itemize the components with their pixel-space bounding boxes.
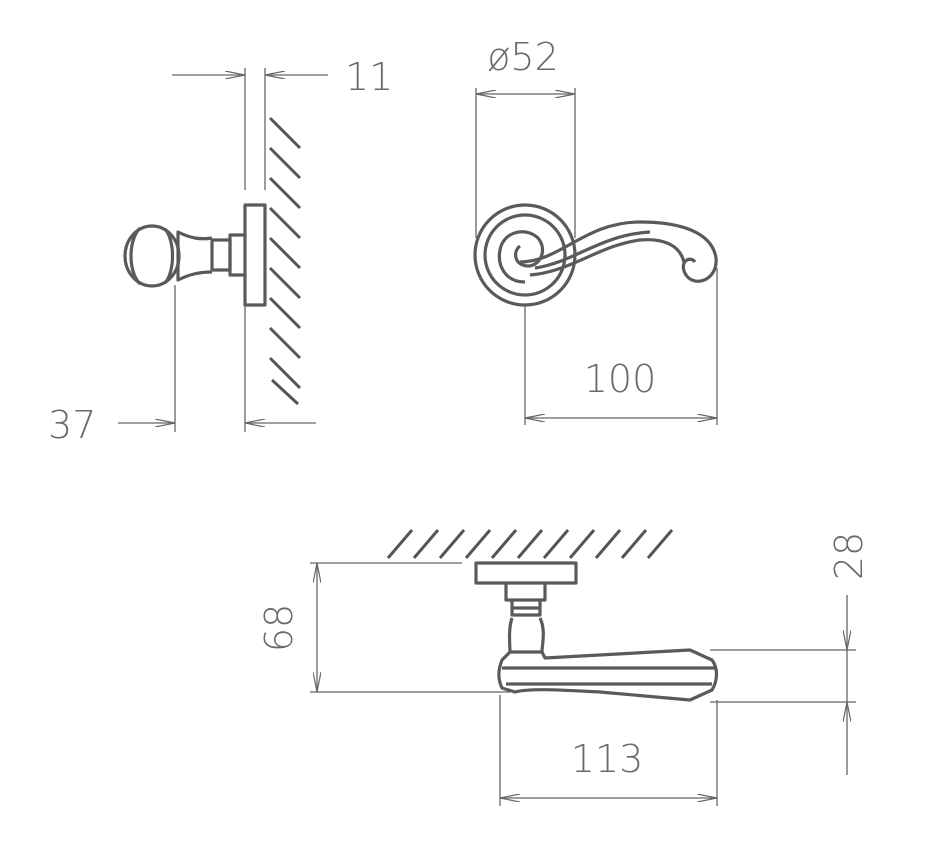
top-view: 68 113 28 [257,529,871,806]
dim-top-length-label: 113 [571,737,644,781]
top-dimension-lines [310,562,856,806]
front-dimension-lines [475,88,718,425]
side-view: 11 37 [48,55,393,447]
lever-front [473,203,718,307]
dim-lever-width-label: 28 [827,532,871,580]
dim-height-label: 68 [257,604,301,652]
side-dimension-lines [118,68,328,432]
knob-side [123,203,267,307]
dim-projection-label: 37 [48,403,96,447]
front-view: ø52 100 [473,35,718,425]
dim-front-length-label: 100 [584,357,657,401]
wall-hatching [268,116,302,406]
dim-thickness-label: 11 [345,55,393,99]
door-hatching [386,529,674,559]
lever-top [474,561,719,702]
dim-rose-diameter-label: ø52 [487,35,559,79]
